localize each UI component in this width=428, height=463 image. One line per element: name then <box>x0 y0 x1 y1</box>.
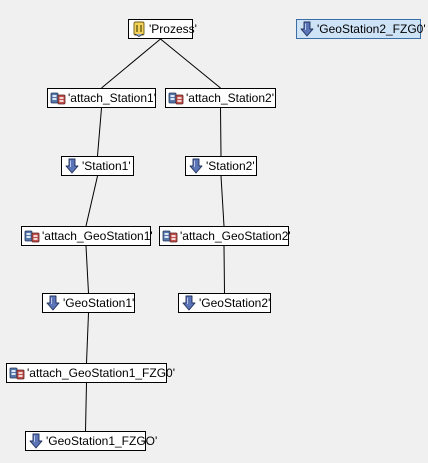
attach-icon <box>162 230 178 243</box>
node-attach-geostation1-fzg0[interactable]: 'attach_GeoStation1_FZG0' <box>6 363 175 383</box>
attach-icon <box>24 230 40 243</box>
arrow-down-icon <box>29 433 43 449</box>
node-prozess[interactable]: 'Prozess' <box>128 19 197 39</box>
node-attach-geostation1[interactable]: 'attach_GeoStation1' <box>21 226 153 246</box>
edge-attach_station1-to-station1 <box>97 107 102 157</box>
node-label: 'attach_GeoStation2' <box>180 229 291 243</box>
arrow-down-icon <box>300 21 314 37</box>
edge-station1-to-attach_geostation1 <box>85 175 98 227</box>
process-icon <box>133 21 145 37</box>
node-label: 'attach_Station1' <box>68 91 156 105</box>
node-label: 'GeoStation2_FZG0' <box>317 22 426 36</box>
arrow-down-icon <box>182 295 196 311</box>
node-station1[interactable]: 'Station1' <box>61 156 134 176</box>
attach-icon <box>168 92 184 105</box>
node-label: 'Station2' <box>206 159 255 173</box>
edge-prozess-to-attach_station1 <box>101 38 161 89</box>
edge-attach_geostation2-to-geostation2 <box>223 245 225 294</box>
attach-icon <box>9 367 25 380</box>
arrow-down-icon <box>46 295 60 311</box>
node-label: 'attach_GeoStation1_FZG0' <box>27 366 176 380</box>
node-attach-station2[interactable]: 'attach_Station2' <box>165 88 276 108</box>
node-label: 'Station1' <box>82 159 131 173</box>
node-label: 'attach_GeoStation1' <box>42 229 153 243</box>
node-attach-geostation2[interactable]: 'attach_GeoStation2' <box>159 226 291 246</box>
node-label: 'GeoStation1_FZGO' <box>46 434 158 448</box>
node-attach-station1[interactable]: 'attach_Station1' <box>47 88 156 108</box>
edge-attach_geostation1_fzg0-to-geostation1_fzgo <box>85 382 87 432</box>
node-label: 'GeoStation1' <box>63 296 135 310</box>
node-geostation1[interactable]: 'GeoStation1' <box>42 293 135 313</box>
edge-prozess-to-attach_station2 <box>160 38 221 89</box>
node-geostation1-fzgo[interactable]: 'GeoStation1_FZGO' <box>25 431 157 451</box>
arrow-down-icon <box>189 158 203 174</box>
arrow-down-icon <box>65 158 79 174</box>
edge-station2-to-attach_geostation2 <box>220 175 225 227</box>
node-geostation2[interactable]: 'GeoStation2' <box>178 293 271 313</box>
edge-attach_geostation1-to-geostation1 <box>85 245 89 294</box>
edge-geostation1-to-attach_geostation1_fzg0 <box>86 312 89 364</box>
attach-icon <box>50 92 66 105</box>
node-label: 'GeoStation2' <box>199 296 271 310</box>
edge-attach_station2-to-station2 <box>220 107 222 157</box>
node-label: 'attach_Station2' <box>186 91 274 105</box>
node-station2[interactable]: 'Station2' <box>185 156 257 176</box>
node-label: 'Prozess' <box>149 22 197 36</box>
node-geostation2-fzg0[interactable]: 'GeoStation2_FZG0' <box>296 19 426 39</box>
